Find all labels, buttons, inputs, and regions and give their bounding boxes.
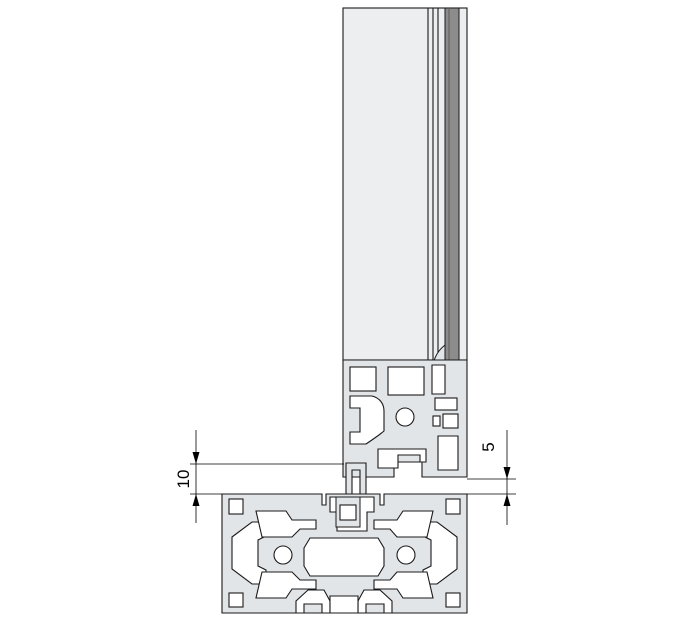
- dimension-left: 10: [174, 430, 344, 523]
- dimension-left-label: 10: [174, 470, 193, 489]
- lower-profile: [221, 493, 468, 614]
- dimension-right: 5: [467, 430, 516, 525]
- sealing-lip: [345, 462, 367, 497]
- upper-profile: [342, 359, 468, 478]
- dimension-right-label: 5: [479, 442, 498, 451]
